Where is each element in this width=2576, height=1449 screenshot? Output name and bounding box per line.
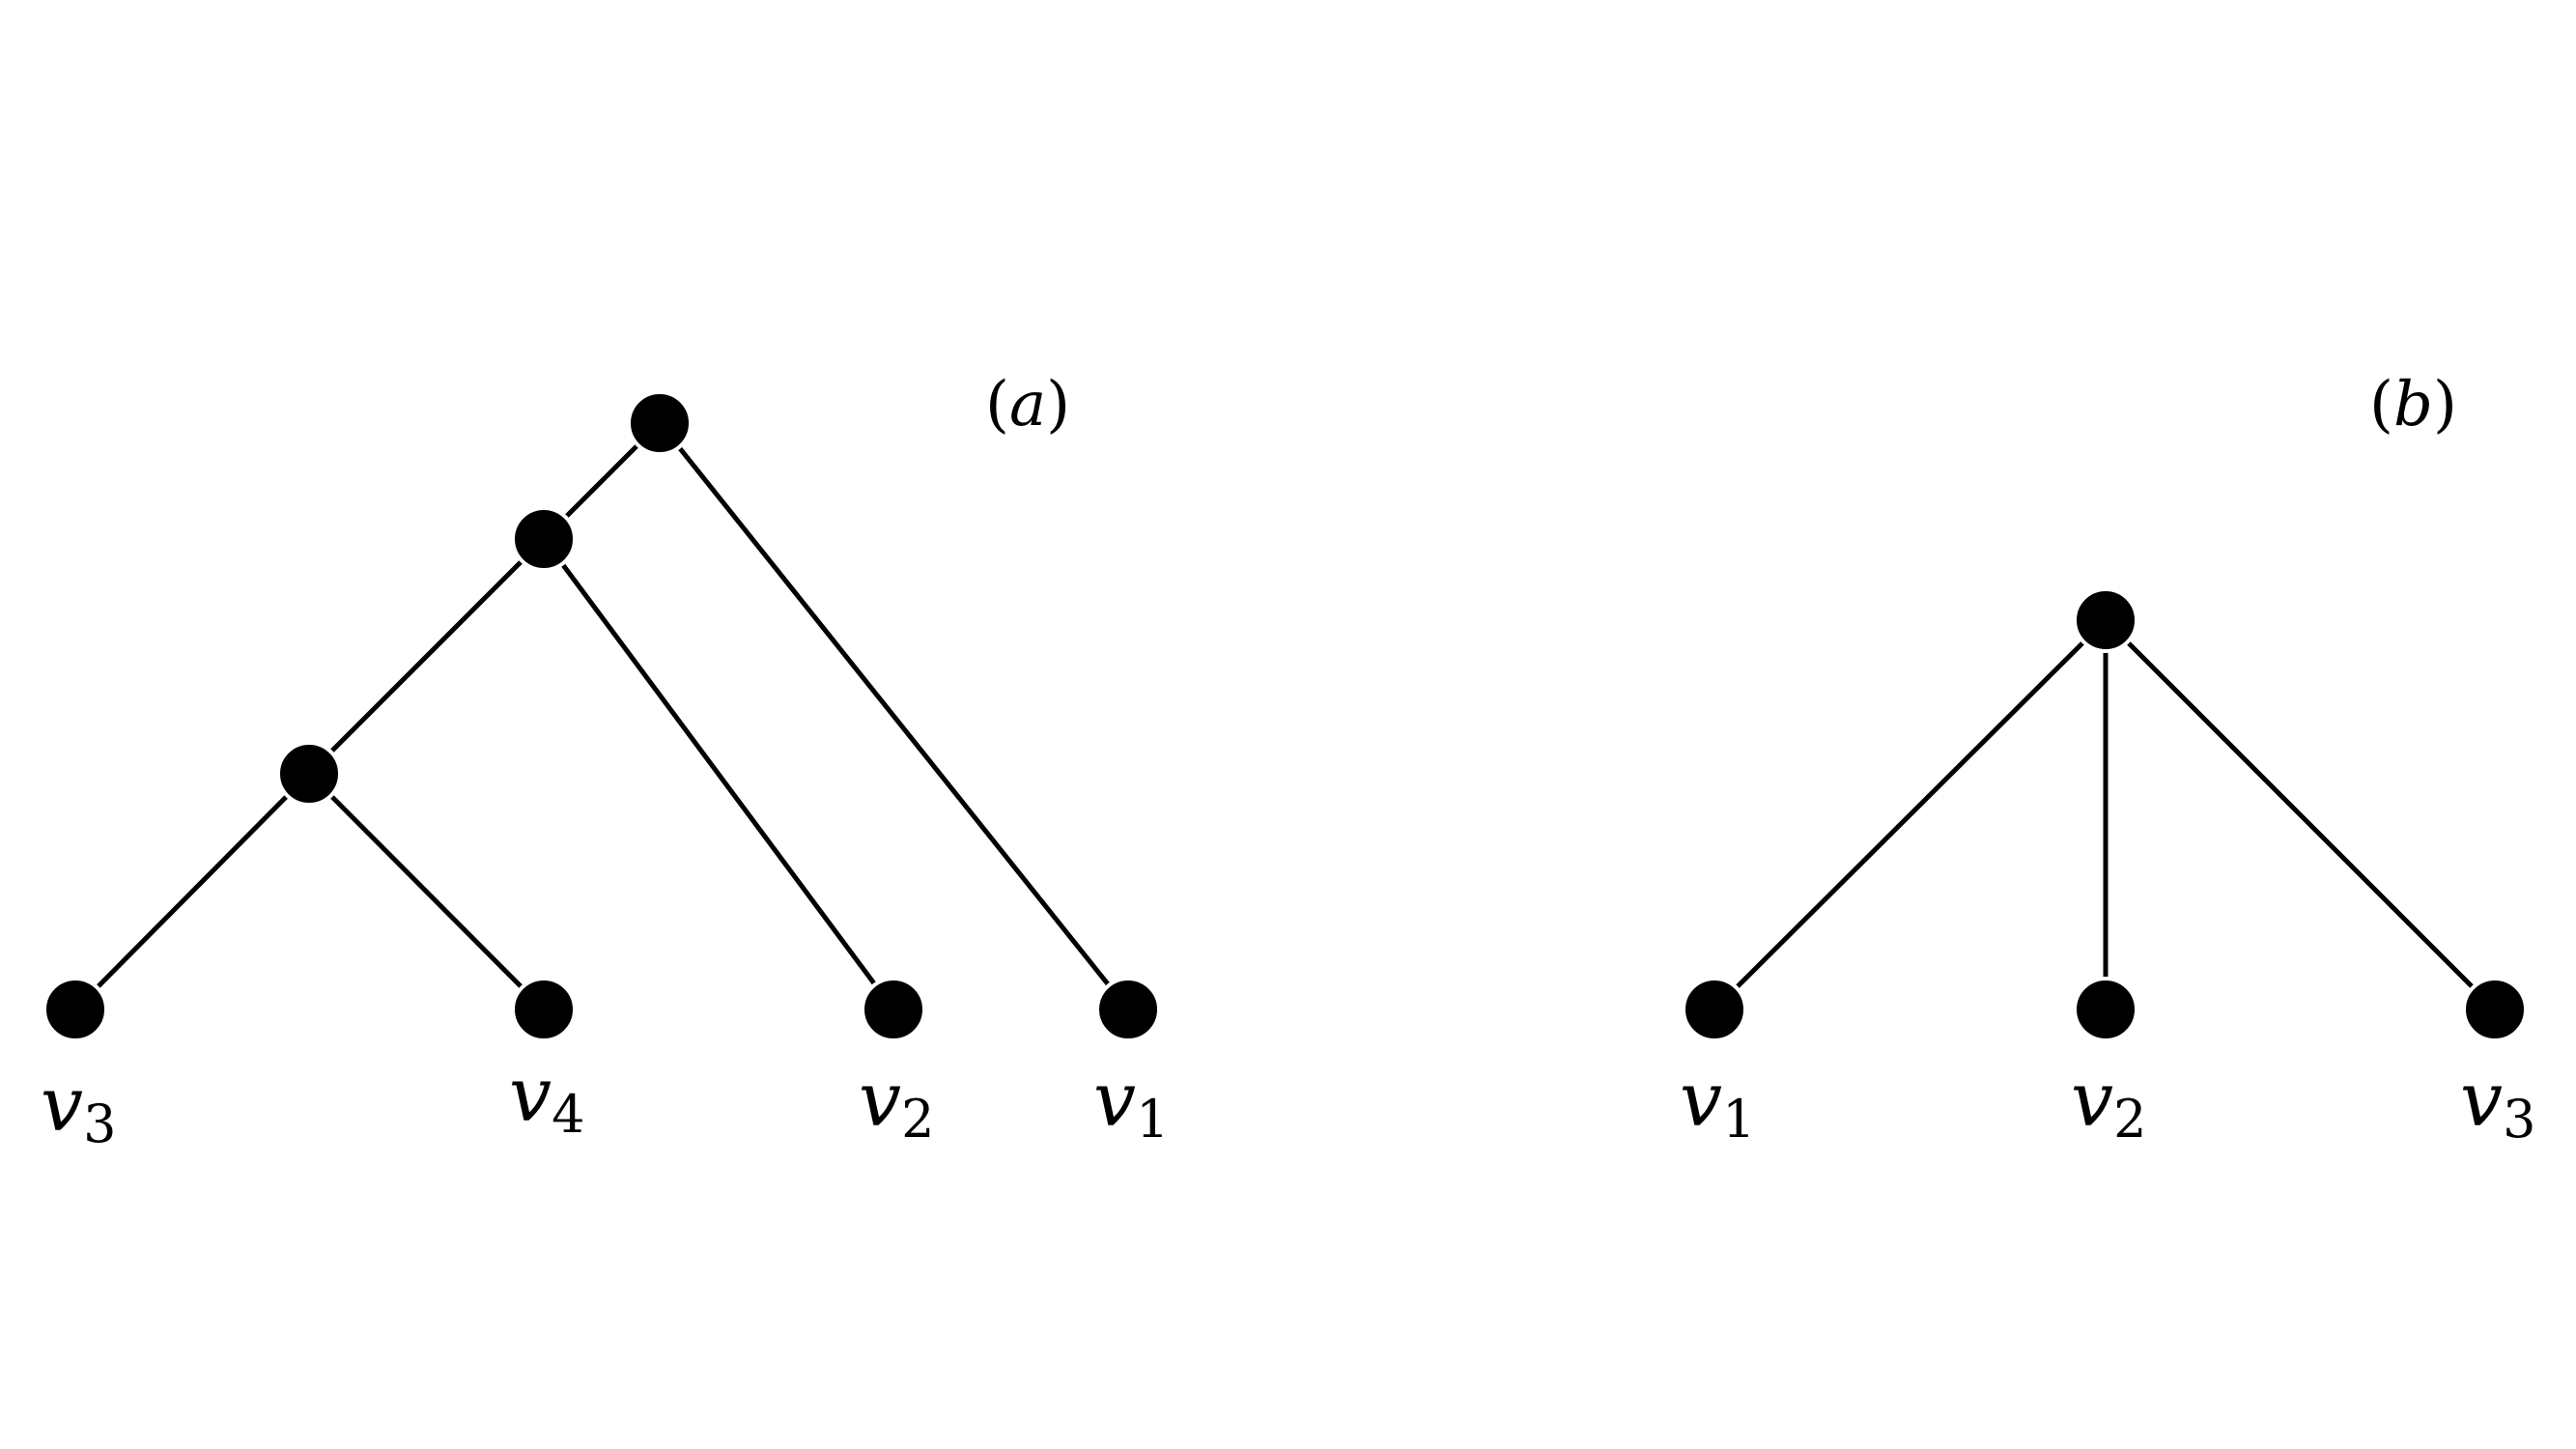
node-leaf-a-v4 (511, 977, 577, 1042)
leaf-label-a-v3: v3 (41, 1062, 116, 1154)
edge-inner2-to-v4 (307, 772, 546, 1011)
edge-inner1-to-inner2 (307, 537, 546, 776)
leaf-label-b-v1: v1 (1680, 1057, 1755, 1150)
edge-root-b-to-v3 (2104, 618, 2497, 1011)
node-leaf-a-v3 (42, 977, 108, 1042)
panel-a-label: (a) (985, 369, 1070, 440)
node-leaf-b-v1 (1682, 977, 1747, 1042)
edge-inner1-to-v2 (541, 537, 896, 1011)
edge-root-b-to-v1 (1713, 618, 2108, 1011)
panel-b: v1 v2 v3 (b) (1680, 369, 2535, 1150)
node-root-b (2073, 587, 2138, 653)
node-leaf-b-v2 (2073, 977, 2138, 1042)
leaf-label-a-v2: v2 (859, 1057, 934, 1150)
node-leaf-a-v1 (1095, 977, 1161, 1042)
leaf-label-a-v4: v4 (509, 1052, 584, 1145)
leaf-label-a-v1: v1 (1093, 1057, 1169, 1150)
leaf-label-b-v3: v3 (2460, 1057, 2535, 1150)
node-inner2 (276, 741, 342, 807)
leaf-label-b-v2: v2 (2071, 1057, 2146, 1150)
panel-b-label: (b) (2369, 369, 2457, 440)
node-inner1 (511, 506, 577, 572)
node-leaf-b-v3 (2462, 977, 2528, 1042)
edge-inner2-to-v3 (73, 772, 311, 1011)
node-leaf-a-v2 (861, 977, 926, 1042)
edge-root-a-to-v1 (658, 421, 1130, 1011)
panel-a: v3 v4 v2 v1 (a) (41, 369, 1169, 1154)
node-root-a (627, 390, 693, 456)
